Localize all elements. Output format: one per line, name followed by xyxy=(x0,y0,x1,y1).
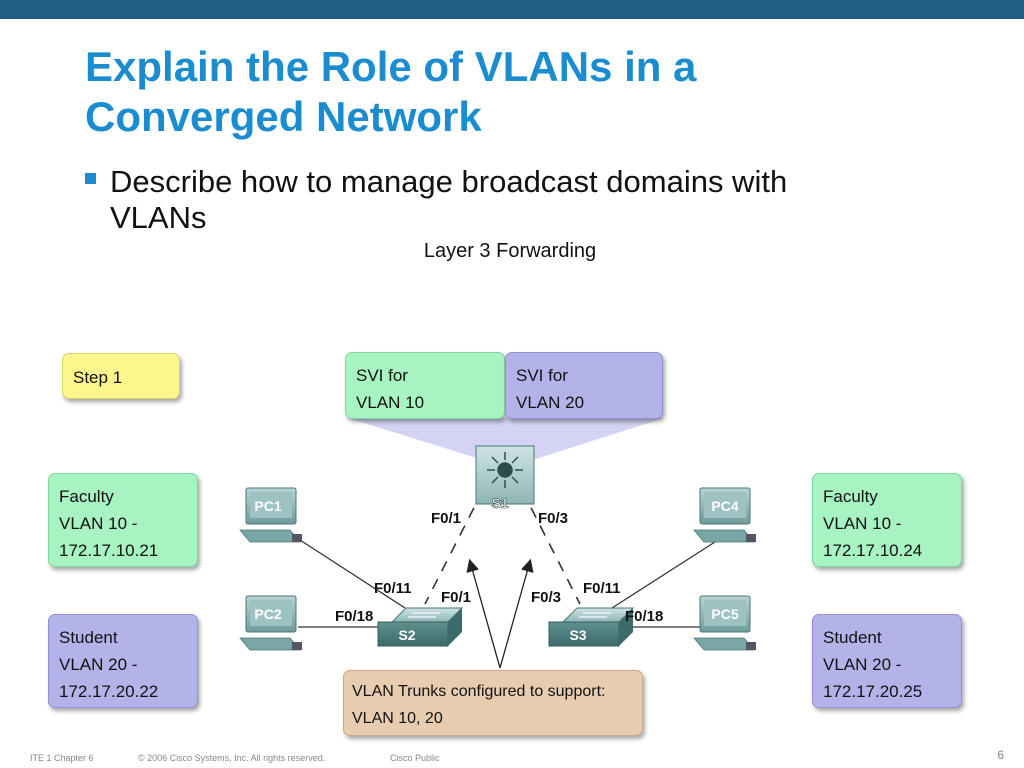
footer-chapter: ITE 1 Chapter 6 xyxy=(30,753,94,763)
page-number: 6 xyxy=(997,748,1004,762)
left-faculty-line-2: VLAN 10 - xyxy=(59,514,138,533)
label-pc5: PC5 xyxy=(711,606,738,622)
top-banner xyxy=(0,0,1024,19)
right-student-line-3: 172.17.20.25 xyxy=(823,682,923,701)
slide-title-line-1: Explain the Role of VLANs in a xyxy=(85,43,697,90)
trunk-s1-s2 xyxy=(424,489,484,605)
svi-projection xyxy=(348,418,664,464)
footer-classification: Cisco Public xyxy=(390,753,440,763)
port-label-s2-f01: F0/1 xyxy=(441,589,471,606)
arrow-to-trunk-s3 xyxy=(499,558,534,669)
left-faculty-line-1: Faculty xyxy=(59,487,114,506)
bullet-text-line-1: Describe how to manage broadcast domains… xyxy=(110,164,788,199)
label-s2: S2 xyxy=(398,627,415,643)
right-faculty-line-2: VLAN 10 - xyxy=(823,514,902,533)
link-pc4-s3 xyxy=(611,539,719,609)
slide-title-line-2: Converged Network xyxy=(85,93,482,140)
svi-vlan20-line-1: SVI for xyxy=(516,366,568,385)
switch-arrows-icon xyxy=(408,612,440,618)
right-student-box: Student VLAN 20 - 172.17.20.25 xyxy=(812,614,962,708)
right-faculty-box: Faculty VLAN 10 - 172.17.10.24 xyxy=(812,473,962,567)
port-label-s1-f01: F0/1 xyxy=(431,510,461,527)
step-box: Step 1 xyxy=(62,353,180,399)
trunk-note-line-1: VLAN Trunks configured to support: xyxy=(352,683,606,700)
right-faculty-line-3: 172.17.10.24 xyxy=(823,541,923,560)
switch-s1: S1 xyxy=(475,445,535,511)
port-label-s3-f03: F0/3 xyxy=(531,589,561,606)
trunk-note-box: VLAN Trunks configured to support: VLAN … xyxy=(343,670,643,736)
svi-vlan20-line-2: VLAN 20 xyxy=(516,393,585,412)
pc1: PC1 xyxy=(239,487,302,543)
bullet-text-line-2: VLANs xyxy=(110,200,207,235)
port-label-s3-f011: F0/11 xyxy=(583,580,621,597)
left-student-line-3: 172.17.20.22 xyxy=(59,682,159,701)
left-student-line-2: VLAN 20 - xyxy=(59,655,138,674)
bullet-text: Describe how to manage broadcast domains… xyxy=(110,164,900,236)
arrow-to-trunk-s2 xyxy=(466,558,501,669)
left-student-line-1: Student xyxy=(59,628,118,647)
slide-title: Explain the Role of VLANs in a Converged… xyxy=(85,42,985,142)
pc4: PC4 xyxy=(693,487,756,543)
label-pc1: PC1 xyxy=(254,498,281,514)
diagram-title: Layer 3 Forwarding xyxy=(423,240,597,262)
svi-vlan10-box: SVI for VLAN 10 xyxy=(345,352,505,419)
svi-vlan10-line-1: SVI for xyxy=(356,366,408,385)
right-student-line-2: VLAN 20 - xyxy=(823,655,902,674)
port-label-s1-f03: F0/3 xyxy=(538,510,568,527)
square-bullet-icon xyxy=(85,173,96,184)
label-pc2: PC2 xyxy=(254,606,281,622)
trunk-note-line-2: VLAN 10, 20 xyxy=(352,710,443,727)
label-s3: S3 xyxy=(569,627,586,643)
left-faculty-box: Faculty VLAN 10 - 172.17.10.21 xyxy=(48,473,198,567)
right-student-line-1: Student xyxy=(823,628,882,647)
trunk-s1-s3 xyxy=(521,489,581,605)
port-label-s2-f018: F0/18 xyxy=(335,608,373,625)
step-label: Step 1 xyxy=(73,368,123,387)
port-label-s3-f018: F0/18 xyxy=(625,608,663,625)
label-s1: S1 xyxy=(491,495,508,511)
router-arrows-icon xyxy=(487,452,523,488)
link-pc1-s2 xyxy=(299,539,406,609)
switch-s2: S2 xyxy=(377,607,464,647)
switch-arrows-icon xyxy=(579,612,611,618)
svi-vlan10-line-2: VLAN 10 xyxy=(356,393,425,412)
left-faculty-line-3: 172.17.10.21 xyxy=(59,541,159,560)
switch-s3: S3 xyxy=(548,607,635,647)
label-pc4: PC4 xyxy=(711,498,738,514)
pc5: PC5 xyxy=(693,595,756,651)
left-student-box: Student VLAN 20 - 172.17.20.22 xyxy=(48,614,198,708)
right-faculty-line-1: Faculty xyxy=(823,487,878,506)
pc2: PC2 xyxy=(239,595,302,651)
port-label-s2-f011: F0/11 xyxy=(374,580,412,597)
svi-vlan20-box: SVI for VLAN 20 xyxy=(505,352,663,419)
footer-copyright: © 2006 Cisco Systems, Inc. All rights re… xyxy=(138,753,326,763)
